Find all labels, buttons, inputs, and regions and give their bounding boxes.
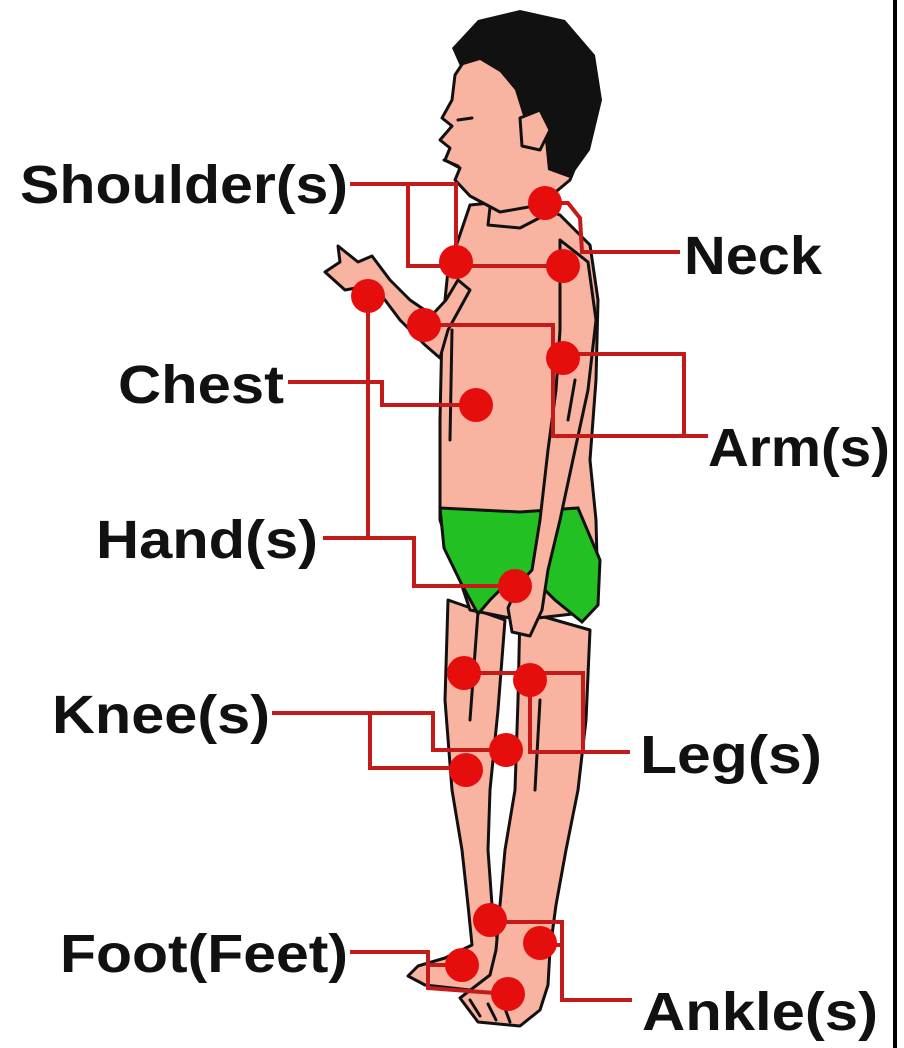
label-shoulders: Shoulder(s)	[20, 155, 348, 215]
marker-knee-back	[449, 753, 483, 787]
marker-arm-back	[407, 308, 441, 342]
marker-chest	[459, 388, 493, 422]
marker-hand-raised	[351, 279, 385, 313]
label-ankles: Ankle(s)	[642, 982, 878, 1042]
frame-border-right	[893, 0, 897, 1048]
marker-ankle-back	[473, 903, 507, 937]
marker-ankle-front	[523, 926, 557, 960]
marker-foot-back	[445, 948, 479, 982]
label-feet: Foot(Feet)	[60, 924, 348, 984]
eye	[458, 118, 472, 120]
marker-arm-front	[546, 341, 580, 375]
label-knees: Knee(s)	[52, 685, 270, 745]
marker-knee-front	[489, 733, 523, 767]
label-legs: Leg(s)	[640, 725, 822, 785]
marker-leg-back	[447, 656, 481, 690]
marker-neck	[528, 186, 562, 220]
label-chest: Chest	[118, 355, 284, 415]
label-neck: Neck	[684, 226, 823, 286]
label-hands: Hand(s)	[96, 510, 318, 570]
marker-leg-front	[513, 663, 547, 697]
marker-hand-front	[498, 569, 532, 603]
marker-shoulder-front	[546, 249, 580, 283]
marker-shoulder-back	[439, 245, 473, 279]
label-arms: Arm(s)	[708, 418, 890, 478]
marker-foot-front	[491, 977, 525, 1011]
